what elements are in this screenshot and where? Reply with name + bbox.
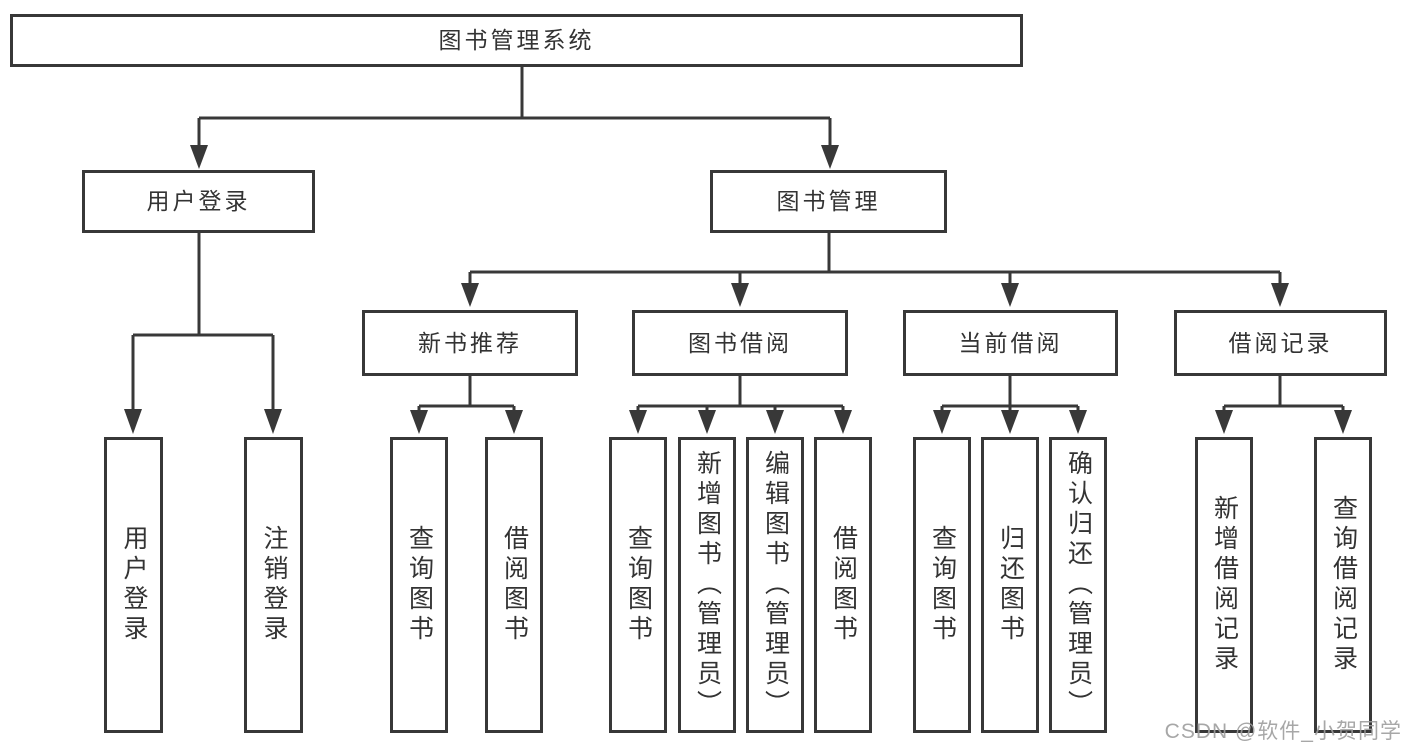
edge-borrow-record-to-leaves bbox=[1215, 376, 1352, 434]
node-user-login: 用户登录 bbox=[82, 170, 315, 233]
leaf-query-record: 查询借阅记录 bbox=[1314, 437, 1372, 733]
leaf-query-book-1-label: 查询图书 bbox=[405, 525, 434, 645]
leaf-user-login-label: 用户登录 bbox=[120, 525, 148, 645]
leaf-add-record: 新增借阅记录 bbox=[1195, 437, 1253, 733]
node-borrow-record: 借阅记录 bbox=[1174, 310, 1387, 376]
leaf-user-login: 用户登录 bbox=[104, 437, 163, 733]
leaf-query-book-3-label: 查询图书 bbox=[928, 525, 957, 645]
leaf-query-book-2: 查询图书 bbox=[609, 437, 667, 733]
leaf-confirm-return-label: 确认归还（管理员） bbox=[1064, 450, 1093, 720]
leaf-query-book-2-label: 查询图书 bbox=[624, 525, 653, 645]
leaf-borrow-book-2-label: 借阅图书 bbox=[829, 525, 858, 645]
leaf-borrow-book-1-label: 借阅图书 bbox=[500, 525, 529, 645]
leaf-logout-label: 注销登录 bbox=[260, 525, 288, 645]
leaf-query-book-1: 查询图书 bbox=[390, 437, 448, 733]
leaf-add-book: 新增图书（管理员） bbox=[678, 437, 736, 733]
leaf-add-record-label: 新增借阅记录 bbox=[1210, 495, 1239, 675]
leaf-add-book-label: 新增图书（管理员） bbox=[693, 450, 722, 720]
node-book-borrow: 图书借阅 bbox=[632, 310, 848, 376]
leaf-return-book-label: 归还图书 bbox=[996, 525, 1025, 645]
edge-book-borrow-to-leaves bbox=[629, 376, 852, 434]
leaf-logout: 注销登录 bbox=[244, 437, 303, 733]
edge-book-mgmt-to-level3 bbox=[461, 233, 1289, 307]
edge-root-to-level2 bbox=[190, 67, 839, 169]
leaf-query-book-3: 查询图书 bbox=[913, 437, 971, 733]
csdn-watermark: CSDN @软件_小贺同学 bbox=[1164, 720, 1402, 743]
edge-current-borrow-to-leaves bbox=[933, 376, 1087, 434]
leaf-return-book: 归还图书 bbox=[981, 437, 1039, 733]
node-book-mgmt: 图书管理 bbox=[710, 170, 947, 233]
leaf-edit-book-label: 编辑图书（管理员） bbox=[761, 450, 790, 720]
leaf-borrow-book-2: 借阅图书 bbox=[814, 437, 872, 733]
node-current-borrow: 当前借阅 bbox=[903, 310, 1118, 376]
edge-new-book-rec-to-leaves bbox=[410, 376, 523, 434]
node-new-book-rec: 新书推荐 bbox=[362, 310, 578, 376]
leaf-confirm-return: 确认归还（管理员） bbox=[1049, 437, 1107, 733]
leaf-borrow-book-1: 借阅图书 bbox=[485, 437, 543, 733]
leaf-edit-book: 编辑图书（管理员） bbox=[746, 437, 804, 733]
edge-user-login-to-leaves bbox=[124, 233, 282, 434]
leaf-query-record-label: 查询借阅记录 bbox=[1329, 495, 1358, 675]
node-root: 图书管理系统 bbox=[10, 14, 1023, 67]
